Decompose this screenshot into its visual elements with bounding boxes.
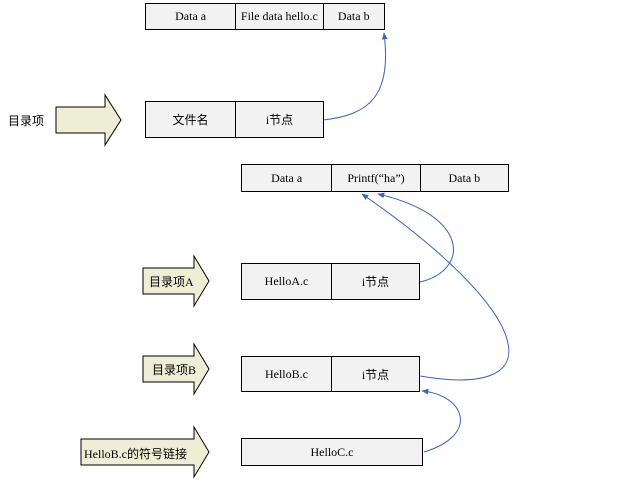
block-arrow-entry-b (142, 342, 210, 396)
file-cell-data-b: Data b (419, 165, 508, 191)
file-data-block: Data a Printf(“ha”) Data b (241, 164, 509, 192)
connector-inode-a-to-printf (377, 192, 454, 283)
entry-a-block: HelloA.c i节点 (241, 263, 420, 300)
block-arrow-symlink (80, 425, 210, 479)
symlink-block: HelloC.c (241, 438, 423, 466)
entry-a-filename: HelloA.c (264, 274, 309, 288)
label-entry-a: 目录项A (149, 275, 194, 289)
label-dir-entry: 目录项 (8, 114, 45, 128)
file-cell-data-a: Data a (271, 170, 303, 185)
label-symlink: HelloB.c的符号链接 (84, 447, 187, 461)
top-data-block: Data a File data hello.c Data b (145, 3, 385, 30)
top-cell-data-b: Data b (322, 4, 384, 29)
dir-entry-inode: i节点 (234, 102, 323, 137)
symlink-filename: HelloC.c (310, 444, 354, 459)
file-cell-printf: Printf(“ha”) (331, 165, 419, 191)
block-arrow-entry-a (142, 254, 210, 308)
top-cell-file-data: File data hello.c (235, 4, 322, 29)
entry-b-filename: HelloB.c (264, 366, 308, 381)
connector-symlink-to-hellob (421, 388, 461, 453)
dir-entry-filename: 文件名 (172, 113, 209, 127)
block-arrow-dir-entry (55, 93, 122, 147)
dir-entry-block: 文件名 i节点 (145, 101, 324, 138)
entry-a-inode: i节点 (330, 264, 419, 299)
top-cell-data-a: Data a (175, 9, 207, 23)
label-entry-b: 目录项B (152, 363, 197, 377)
connector-inode-to-data-b (322, 32, 388, 121)
entry-b-inode: i节点 (330, 357, 419, 391)
connector-inode-b-to-printf (361, 193, 510, 381)
entry-b-block: HelloB.c i节点 (241, 356, 420, 392)
